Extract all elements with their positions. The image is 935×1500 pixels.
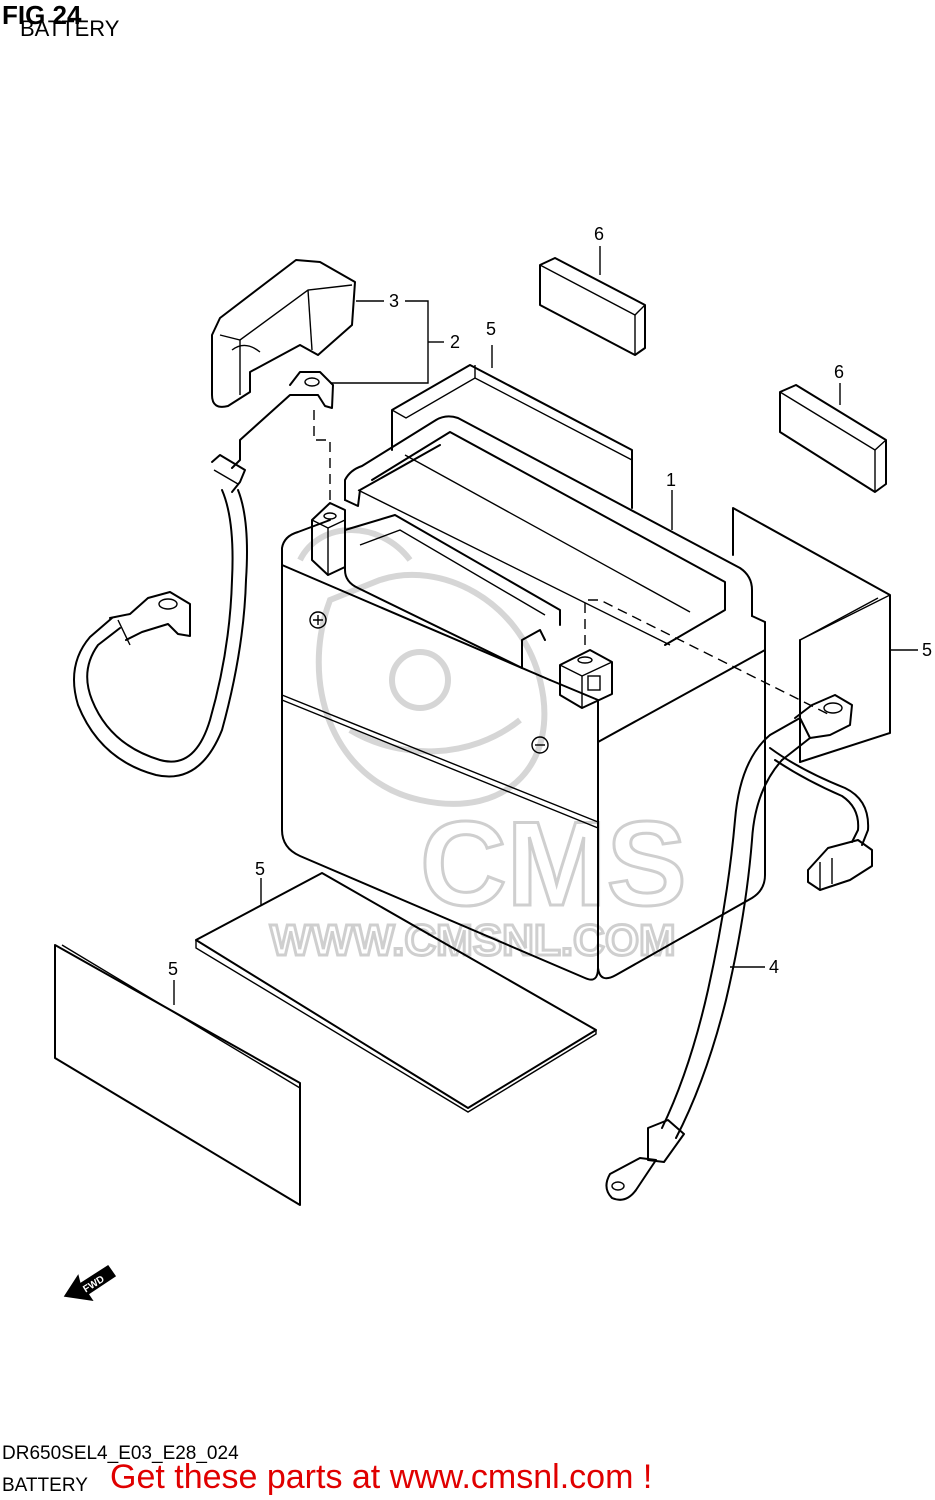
figure-title: FIG 24 <box>2 0 82 30</box>
pad-side-right <box>732 507 891 763</box>
battery <box>281 415 766 981</box>
spacer-top <box>539 257 646 356</box>
callout-5-rear: 5 <box>486 319 496 339</box>
negative-terminal-symbol <box>531 736 549 754</box>
pad-front <box>54 944 301 1206</box>
spacer-right <box>779 384 887 493</box>
terminal-cover <box>211 259 356 408</box>
forward-direction-arrow: FWD <box>63 1264 117 1301</box>
positive-terminal-symbol <box>309 611 327 629</box>
callout-6-right: 6 <box>834 362 844 382</box>
callout-5-bottom: 5 <box>255 859 265 879</box>
callout-1: 1 <box>666 470 676 490</box>
pad-rear <box>391 364 633 509</box>
positive-cable <box>73 371 334 778</box>
callout-6-top: 6 <box>594 224 604 244</box>
callout-2: 2 <box>450 332 460 352</box>
callout-4: 4 <box>769 957 779 977</box>
watermark-brand: CMS <box>420 797 687 931</box>
pad-bottom <box>195 872 597 1113</box>
guide-line-negative <box>584 599 831 716</box>
model-code: DR650SEL4_E03_E28_024 <box>2 1443 239 1464</box>
callout-3: 3 <box>389 291 399 311</box>
callout-5-side: 5 <box>922 640 932 660</box>
guide-line-positive <box>313 410 331 505</box>
section-label: BATTERY <box>2 1475 88 1496</box>
callout-5-front: 5 <box>168 959 178 979</box>
watermark-url: WWW.CMSNL.COM <box>270 916 676 965</box>
figure-subtitle: BATTERY <box>20 16 120 41</box>
leader-lines <box>173 246 918 1005</box>
watermark: CMS WWW.CMSNL.COM <box>269 527 688 967</box>
watermark-mascot <box>297 527 548 807</box>
promo-link[interactable]: Get these parts at www.cmsnl.com ! <box>110 1458 653 1496</box>
negative-cable <box>605 694 873 1201</box>
